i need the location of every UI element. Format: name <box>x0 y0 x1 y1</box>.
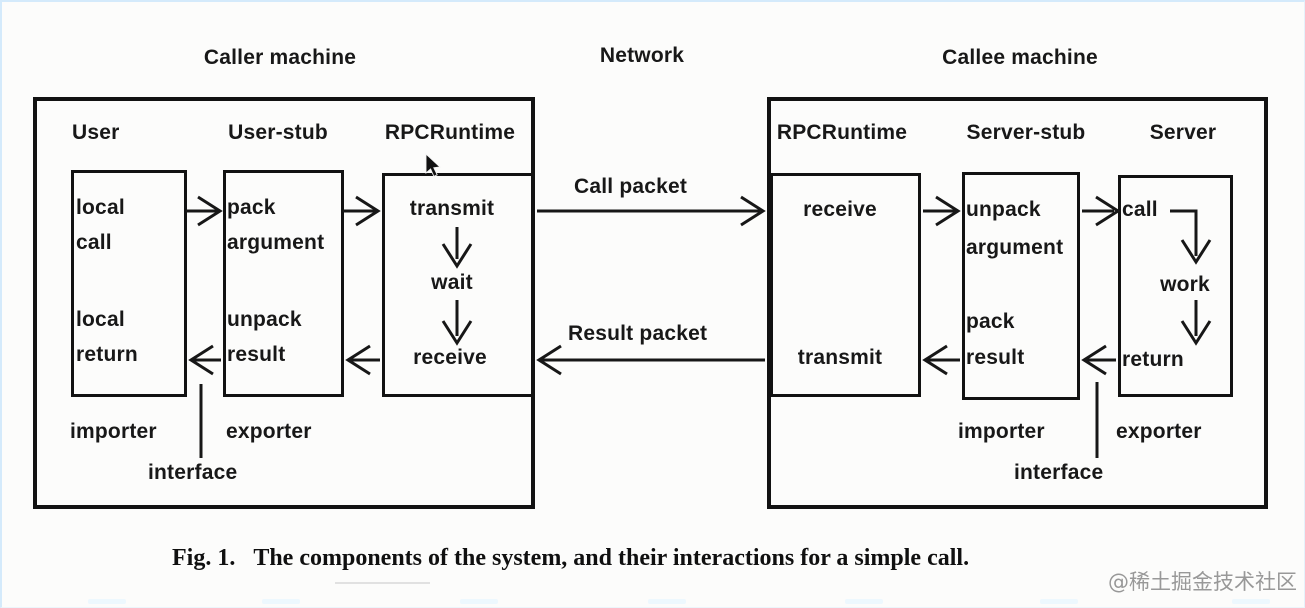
juejin-watermark: @稀土掘金技术社区 <box>1108 570 1297 594</box>
callee-transmit-label: transmit <box>797 346 883 369</box>
caller-wait-label: wait <box>431 271 473 294</box>
callee-server-stub-column-label: Server-stub <box>966 121 1086 144</box>
arrow-result-packet <box>536 344 765 376</box>
callee-machine-box <box>767 97 1268 509</box>
arrow-transmit-to-wait <box>441 227 473 269</box>
scan-artifact-smudge <box>1040 599 1078 604</box>
arrow-return-to-pack-result <box>1081 344 1116 376</box>
server-stub-unpack-label: unpack <box>966 198 1041 221</box>
callee-machine-label: Callee machine <box>942 46 1098 69</box>
caller-rpcruntime-column-label: RPCRuntime <box>384 121 516 144</box>
arrow-call-to-work <box>1170 209 1212 265</box>
caller-transmit-label: transmit <box>409 197 495 220</box>
arrow-wait-to-receive <box>441 300 473 346</box>
figure-caption-prefix: Fig. 1. <box>172 545 236 571</box>
scan-artifact-line <box>335 582 430 584</box>
arrow-pack-result-to-transmit <box>922 344 960 376</box>
callee-importer-label: importer <box>958 420 1045 443</box>
caller-interface-label: interface <box>148 461 238 484</box>
caller-rpcruntime-box <box>382 173 535 397</box>
call-packet-label: Call packet <box>574 175 688 198</box>
server-stub-result-label: result <box>966 346 1025 369</box>
callee-receive-label: receive <box>803 198 877 221</box>
server-box <box>1118 175 1233 397</box>
arrow-unpack-result-to-local-return <box>188 344 221 376</box>
callee-exporter-label: exporter <box>1116 420 1202 443</box>
stub-result-label: result <box>227 343 286 366</box>
scan-artifact-smudge <box>262 599 300 604</box>
scan-artifact-smudge <box>648 599 686 604</box>
callee-server-column-label: Server <box>1149 121 1217 144</box>
user-stub-box <box>223 170 344 397</box>
callee-interface-label: interface <box>1014 461 1104 484</box>
user-local-return-line1: local <box>76 308 125 331</box>
server-stub-pack-label: pack <box>966 310 1015 333</box>
result-packet-label: Result packet <box>568 322 708 345</box>
arrow-local-call-to-pack <box>186 195 223 227</box>
arrow-work-to-return <box>1180 300 1212 346</box>
arrow-call-packet <box>537 195 766 227</box>
caller-user-stub-column-label: User-stub <box>228 121 328 144</box>
arrow-receive-to-unpack <box>923 195 961 227</box>
callee-rpcruntime-column-label: RPCRuntime <box>776 121 908 144</box>
caller-user-column-label: User <box>72 121 120 144</box>
user-local-call-line2: call <box>76 231 112 254</box>
server-call-label: call <box>1122 198 1158 221</box>
figure-caption-text: The components of the system, and their … <box>253 545 970 571</box>
scan-artifact-smudge <box>1232 599 1270 604</box>
callee-rpcruntime-box <box>770 173 921 397</box>
server-work-label: work <box>1160 273 1210 296</box>
scan-artifact-smudge <box>88 599 126 604</box>
caller-exporter-label: exporter <box>226 420 312 443</box>
scan-artifact-smudge <box>845 599 883 604</box>
network-label: Network <box>599 44 685 67</box>
server-return-label: return <box>1122 348 1184 371</box>
arrow-pack-to-transmit <box>343 195 381 227</box>
user-box <box>71 170 187 397</box>
server-stub-box <box>962 172 1080 400</box>
mouse-cursor <box>425 152 442 178</box>
server-stub-argument-label: argument <box>966 236 1064 259</box>
figure-caption: Fig. 1. The components of the system, and… <box>172 545 969 572</box>
arrow-receive-to-unpack-result <box>345 344 380 376</box>
user-local-call-line1: local <box>76 196 125 219</box>
stub-argument-label: argument <box>227 231 325 254</box>
stub-pack-label: pack <box>227 196 276 219</box>
arrow-unpack-to-call <box>1082 195 1121 227</box>
user-local-return-line2: return <box>76 343 138 366</box>
scan-artifact-smudge <box>460 599 498 604</box>
caller-importer-label: importer <box>70 420 157 443</box>
stub-unpack-label: unpack <box>227 308 302 331</box>
caller-machine-label: Caller machine <box>203 46 357 69</box>
caller-receive-label: receive <box>413 346 487 369</box>
